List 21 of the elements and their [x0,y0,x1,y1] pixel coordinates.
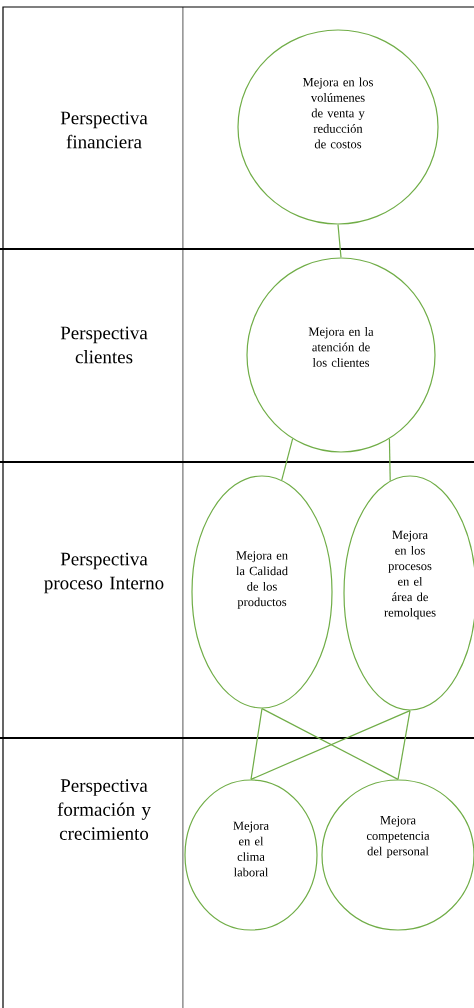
connector-line [397,710,411,780]
connector-line [250,708,263,780]
connector-line [337,224,342,258]
row-heading: Perspectiva formación y crecimiento [57,779,151,840]
node-text: Mejora en la atención de los clientes [308,327,374,367]
ellipse-node [237,29,439,225]
row-heading: Perspectiva financiera [60,111,148,149]
node-text: Mejora en el clima laboral [233,821,269,877]
connector-line [281,438,294,481]
node-text: Mejora en los procesos en el área de remolques [384,530,436,620]
node-text: Mejora competencia del personal [366,816,430,858]
ellipse-node [184,779,318,931]
row-heading: Perspectiva proceso Interno [44,552,164,594]
node-text: Mejora en la Calidad de los productos [236,551,288,609]
ellipse-node [246,257,436,453]
connector-line [261,708,399,780]
ellipse-node [191,475,333,709]
connector-line [250,710,411,780]
row-heading: Perspectiva clientes [60,326,148,364]
node-text: Mejora en los volúmenes de venta y reducción de costos [302,77,373,149]
connector-line [388,438,391,482]
